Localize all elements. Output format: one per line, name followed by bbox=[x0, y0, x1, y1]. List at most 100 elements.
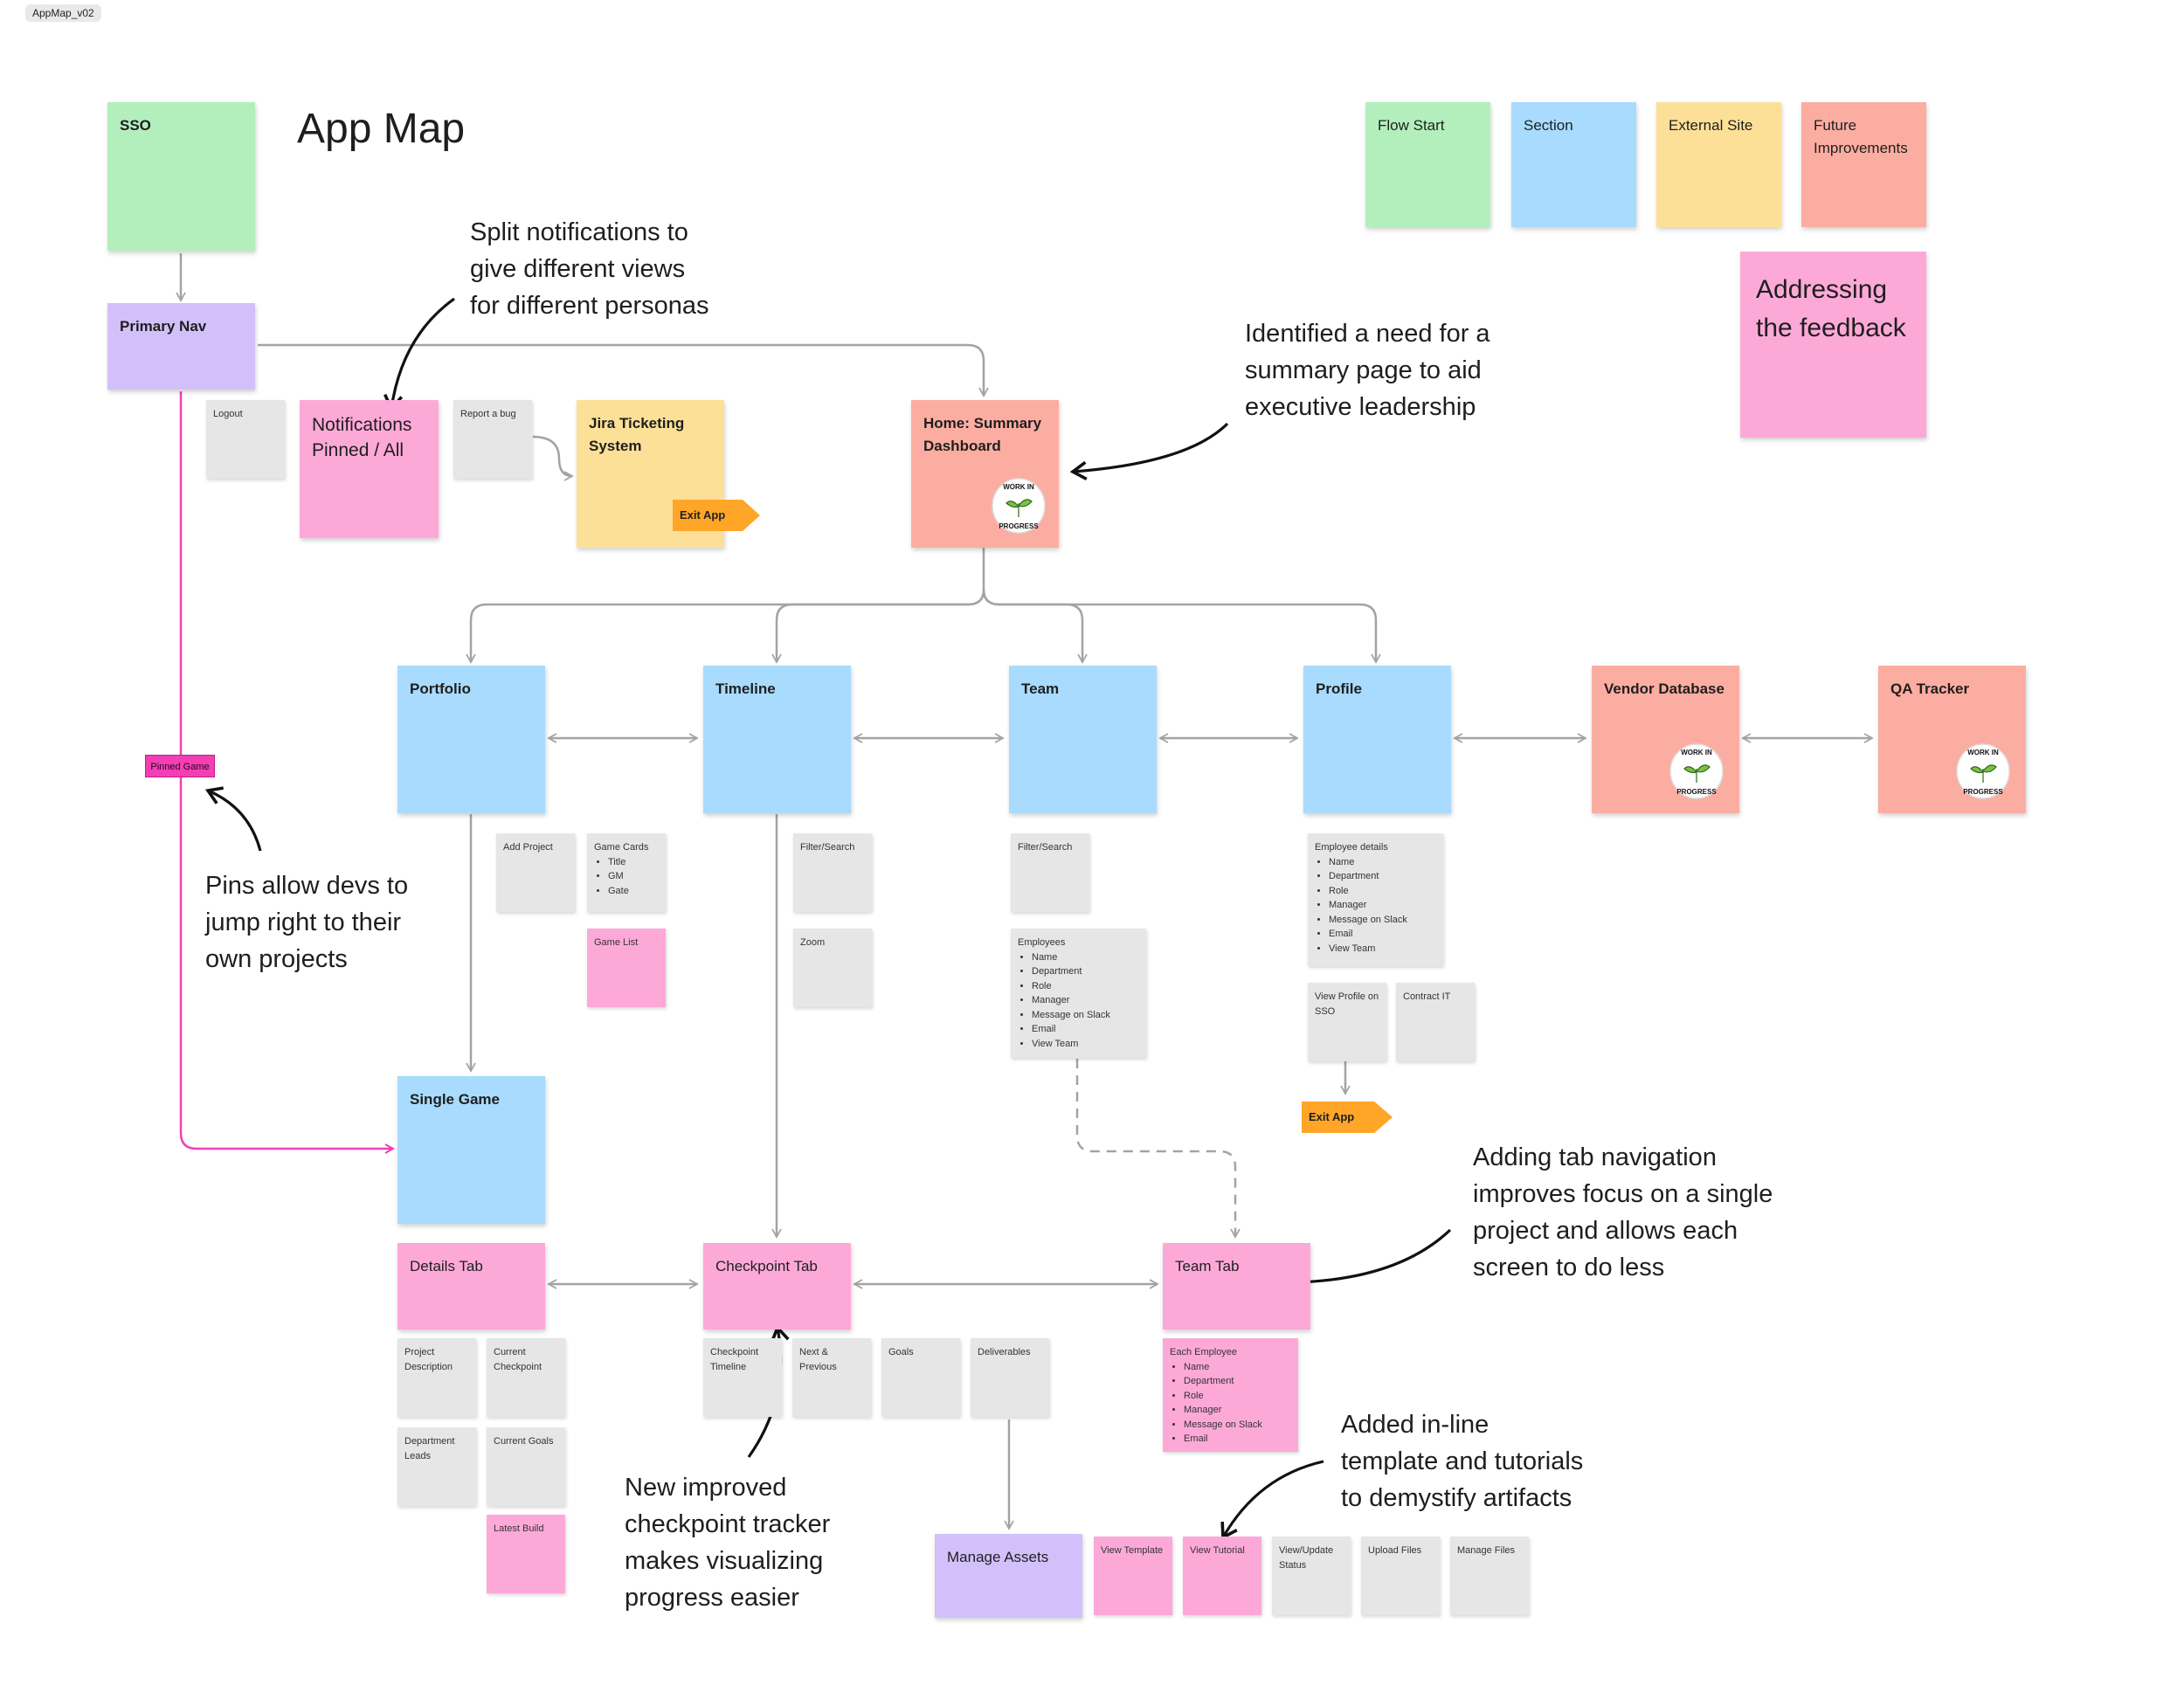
node-zoom[interactable]: Zoom bbox=[793, 929, 872, 1007]
node-team-filter-search[interactable]: Filter/Search bbox=[1011, 833, 1089, 912]
annotation-line: project and allows each bbox=[1473, 1217, 1738, 1246]
legend-external-site: External Site bbox=[1656, 102, 1781, 227]
node-timeline[interactable]: Timeline bbox=[703, 666, 851, 813]
tab-team[interactable]: Team Tab bbox=[1163, 1243, 1310, 1330]
node-upload-files[interactable]: Upload Files bbox=[1361, 1537, 1440, 1615]
node-notifications[interactable]: Notifications Pinned / All bbox=[300, 400, 439, 538]
node-portfolio[interactable]: Portfolio bbox=[397, 666, 545, 813]
node-current-goals[interactable]: Current Goals bbox=[487, 1427, 565, 1506]
work-in-progress-sticker: WORK IN PROGRESS bbox=[1956, 743, 2010, 799]
file-tag[interactable]: AppMap_v02 bbox=[25, 4, 101, 22]
node-view-tutorial[interactable]: View Tutorial bbox=[1183, 1537, 1261, 1615]
node-view-profile-sso[interactable]: View Profile on SSO bbox=[1308, 983, 1386, 1061]
list-item: Message on Slack bbox=[1184, 1418, 1291, 1433]
pinned-game-tag[interactable]: Pinned Game bbox=[145, 755, 215, 777]
node-latest-build[interactable]: Latest Build bbox=[487, 1515, 565, 1593]
annotation-line: screen to do less bbox=[1473, 1254, 1665, 1282]
tab-checkpoint[interactable]: Checkpoint Tab bbox=[703, 1243, 851, 1330]
svg-text:WORK IN: WORK IN bbox=[1681, 749, 1712, 756]
node-single-game[interactable]: Single Game bbox=[397, 1076, 545, 1224]
node-checkpoint-timeline[interactable]: Checkpoint Timeline bbox=[703, 1338, 782, 1417]
node-each-employee[interactable]: Each Employee Name Department Role Manag… bbox=[1163, 1338, 1298, 1452]
list-item: Name bbox=[1329, 855, 1436, 870]
node-profile[interactable]: Profile bbox=[1303, 666, 1451, 813]
employee-details-label: Employee details bbox=[1315, 842, 1388, 853]
connector-bug-jira bbox=[532, 435, 574, 481]
list-item: Role bbox=[1184, 1389, 1291, 1404]
list-item: Gate bbox=[608, 884, 659, 899]
annotation-checkpoint-tracker: New improved checkpoint tracker makes vi… bbox=[625, 1469, 830, 1616]
game-cards-label: Game Cards bbox=[594, 842, 649, 853]
annotation-line: progress easier bbox=[625, 1584, 799, 1613]
node-game-list[interactable]: Game List bbox=[587, 929, 666, 1007]
exit-app-tag[interactable]: Exit App bbox=[1302, 1102, 1393, 1133]
node-deliverables[interactable]: Deliverables bbox=[971, 1338, 1049, 1417]
node-sso[interactable]: SSO bbox=[107, 102, 255, 251]
list-item: Message on Slack bbox=[1329, 913, 1436, 928]
tab-details[interactable]: Details Tab bbox=[397, 1243, 545, 1330]
node-goals[interactable]: Goals bbox=[881, 1338, 960, 1417]
callout-arrow-pins bbox=[208, 791, 262, 852]
node-current-checkpoint[interactable]: Current Checkpoint bbox=[487, 1338, 565, 1417]
exit-app-tag[interactable]: Exit App bbox=[673, 500, 760, 531]
list-item: Email bbox=[1032, 1022, 1139, 1037]
annotation-line: Split notifications to bbox=[470, 218, 688, 246]
node-employee-details[interactable]: Employee details Name Department Role Ma… bbox=[1308, 833, 1443, 966]
connector-nav-home bbox=[258, 343, 989, 397]
work-in-progress-sticker: WORK IN PROGRESS bbox=[1669, 743, 1724, 799]
annotation-line: own projects bbox=[205, 945, 348, 974]
annotation-pins: Pins allow devs to jump right to their o… bbox=[205, 867, 408, 977]
legend-addressing-feedback: Addressing the feedback bbox=[1740, 252, 1926, 438]
annotation-line: summary page to aid bbox=[1245, 356, 1482, 385]
page-title: App Map bbox=[297, 106, 466, 152]
node-logout[interactable]: Logout bbox=[206, 400, 285, 479]
svg-text:WORK IN: WORK IN bbox=[1967, 749, 1999, 756]
list-item: Role bbox=[1329, 884, 1436, 899]
legend-future-improvements: Future Improvements bbox=[1801, 102, 1926, 227]
node-manage-files[interactable]: Manage Files bbox=[1450, 1537, 1529, 1615]
node-primary-nav[interactable]: Primary Nav bbox=[107, 303, 255, 390]
node-next-previous[interactable]: Next & Previous bbox=[792, 1338, 871, 1417]
callout-arrow-home bbox=[1073, 422, 1229, 472]
connector-home-timeline bbox=[771, 589, 985, 664]
list-item: Manager bbox=[1032, 993, 1139, 1008]
annotation-line: jump right to their bbox=[205, 908, 402, 937]
annotation-line: checkpoint tracker bbox=[625, 1510, 831, 1539]
connector-home-team bbox=[982, 589, 1088, 664]
annotation-line: Pins allow devs to bbox=[205, 872, 409, 900]
annotation-line: for different personas bbox=[470, 292, 709, 321]
svg-text:PROGRESS: PROGRESS bbox=[1963, 788, 2003, 796]
legend-section: Section bbox=[1511, 102, 1636, 227]
svg-text:WORK IN: WORK IN bbox=[1003, 483, 1034, 491]
annotation-line: Adding tab navigation bbox=[1473, 1143, 1717, 1171]
annotation-line: Added in-line bbox=[1341, 1411, 1489, 1439]
connector-home-profile bbox=[982, 589, 1381, 664]
svg-text:PROGRESS: PROGRESS bbox=[999, 522, 1039, 530]
legend-flow-start: Flow Start bbox=[1365, 102, 1490, 227]
callout-arrow-notifications bbox=[391, 297, 455, 409]
node-game-cards[interactable]: Game Cards Title GM Gate bbox=[587, 833, 666, 912]
node-view-template[interactable]: View Template bbox=[1094, 1537, 1172, 1615]
node-timeline-filter-search[interactable]: Filter/Search bbox=[793, 833, 872, 912]
list-item: Name bbox=[1032, 950, 1139, 965]
node-add-project[interactable]: Add Project bbox=[496, 833, 575, 912]
node-manage-assets[interactable]: Manage Assets bbox=[935, 1534, 1082, 1618]
node-view-update-status[interactable]: View/Update Status bbox=[1272, 1537, 1351, 1615]
node-project-description[interactable]: Project Description bbox=[397, 1338, 476, 1417]
employees-label: Employees bbox=[1018, 937, 1066, 948]
each-employee-label: Each Employee bbox=[1170, 1347, 1238, 1357]
list-item: Department bbox=[1184, 1374, 1291, 1389]
node-department-leads[interactable]: Department Leads bbox=[397, 1427, 476, 1506]
node-report-bug[interactable]: Report a bug bbox=[453, 400, 532, 479]
node-employees[interactable]: Employees Name Department Role Manager M… bbox=[1011, 929, 1146, 1058]
node-team[interactable]: Team bbox=[1009, 666, 1157, 813]
svg-text:PROGRESS: PROGRESS bbox=[1676, 788, 1717, 796]
list-item: Title bbox=[608, 855, 659, 870]
list-item: Email bbox=[1329, 927, 1436, 942]
annotation-summary-page: Identified a need for a summary page to … bbox=[1245, 315, 1490, 425]
connector-employees-teamtab bbox=[1075, 1059, 1241, 1239]
work-in-progress-sticker: WORK IN PROGRESS bbox=[992, 478, 1046, 534]
node-contract-it[interactable]: Contract IT bbox=[1396, 983, 1475, 1061]
annotation-line: Identified a need for a bbox=[1245, 320, 1490, 348]
